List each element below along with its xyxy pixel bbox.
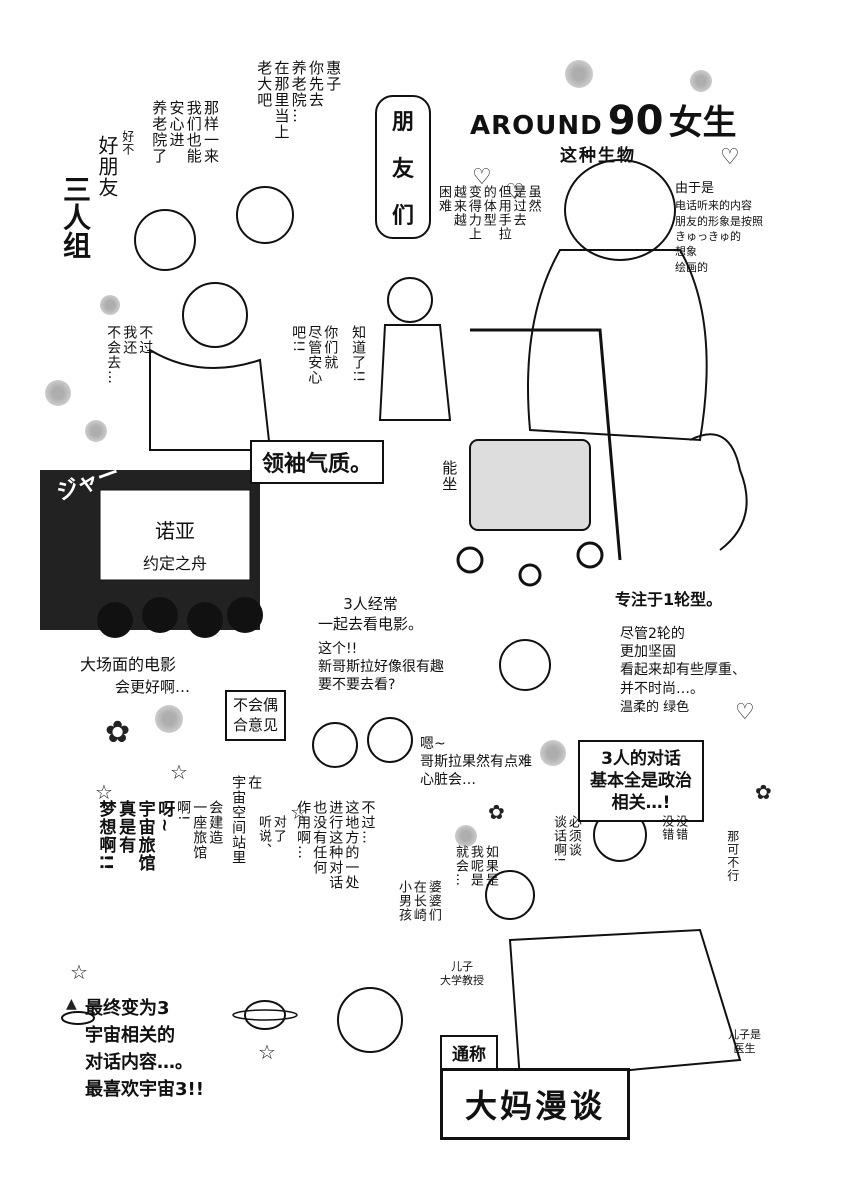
heart-icon: ♡ — [505, 180, 525, 205]
conversation-b4: 如果是 我呢是 就会… — [452, 845, 498, 887]
trio-good-old: 好不 — [120, 130, 135, 156]
space-b5: 不过… 这地方的一处 进行这种对话 也没有任何 作用啊… — [295, 800, 376, 890]
friends-badge-char: 朋 — [391, 110, 414, 136]
conversation-b3: 那可不行 — [725, 830, 740, 882]
phone-question: 这个!! 新哥斯拉好像很有趣 要不要去看? — [318, 641, 444, 694]
conversation-son1: 儿子 大学教授 — [440, 960, 484, 988]
title-sub: 这种生物 — [560, 146, 636, 166]
bubble-got-it: 知道了!! — [350, 325, 367, 384]
flower-icon: ✿ — [105, 715, 131, 750]
bottom-tag: 通称 — [440, 1035, 498, 1070]
heart-icon: ♡ — [720, 145, 740, 170]
star-icon: ☆ — [95, 780, 113, 804]
conversation-b1: 必须谈 谈话啊! — [550, 815, 581, 864]
conversation-b2: 没错 没错 — [660, 815, 689, 841]
screentone-dot — [45, 380, 71, 406]
walker-can-sit: 能坐 — [440, 460, 459, 492]
space-b6: 婆婆们 在长崎 小男孩 — [395, 880, 441, 922]
bubble-go-first: 惠子 你先去 养老院… 在那里当上 老大吧 — [255, 60, 343, 140]
walker-note: 尽管2轮的 更加坚固 看起来却有些厚重、 并不时尚…。 — [620, 626, 746, 697]
walker-green: 温柔的 绿色 — [620, 700, 690, 715]
walker-focus: 专注于1轮型。 — [615, 590, 723, 609]
screentone-dot — [565, 60, 593, 88]
movie-subtitle: 约定之舟 — [142, 554, 207, 573]
note-line: きゅっきゅ的 — [675, 229, 741, 243]
trio-label-friends: 好朋友 — [95, 135, 119, 198]
star-icon: ☆ — [170, 760, 188, 784]
ufo-icon: ▲ — [66, 996, 77, 1012]
star-icon: ☆ — [70, 960, 88, 984]
title-number: 90 — [607, 98, 664, 144]
note-line: 绘画的 — [675, 260, 708, 274]
screentone-dot — [455, 825, 477, 847]
note-line: 电话听来的内容 — [675, 199, 752, 213]
bubble-peace-of-mind: 那样一来 我们也能 安心进 养老院了 — [150, 100, 220, 164]
screentone-dot — [690, 70, 712, 92]
bottom-name: 大妈漫谈 — [440, 1068, 631, 1140]
movie-screen: 诺亚 约定之舟 — [100, 495, 250, 574]
leader-label: 领袖气质。 — [250, 440, 385, 484]
star-icon: ☆ — [290, 800, 308, 824]
bubble-walker-note: 虽然 是过去 但用手拉 的体型 变得力上 越来越 困难 — [435, 185, 541, 241]
screentone-dot — [100, 295, 120, 315]
heart-icon: ♡ — [472, 165, 492, 190]
space-b1: 呀~ 宇宙旅馆 真是有 梦想啊!! — [95, 800, 175, 872]
conversation-box: 3人的对话 基本全是政治 相关…! — [578, 740, 704, 823]
heart-icon: ♡ — [735, 700, 755, 725]
flower-icon: ✿ — [488, 800, 505, 824]
phone-answer: 嗯~ 哥斯拉果然有点难 心脏会… — [420, 736, 532, 789]
note-line: 由于是 — [675, 181, 715, 196]
space-b3: 在 宇宙空间站里 — [230, 775, 263, 865]
note-line: 朋友的形象是按照 — [675, 214, 763, 228]
title-block: AROUND 90 女生 — [470, 95, 737, 144]
movie-caption-1: 大场面的电影 — [80, 655, 177, 674]
title-suffix: 女生 — [668, 103, 737, 143]
phone-coincidence: 不会偶 合意见 — [225, 690, 287, 741]
bottom-text: 最终变为3 宇宙相关的 对话内容…。 最喜欢宇宙3!! — [85, 998, 204, 1100]
flower-icon: ✿ — [755, 780, 772, 804]
movie-title: 诺亚 — [155, 519, 195, 543]
space-b2: 会建造 一座旅馆 啊! — [175, 800, 224, 860]
friends-badge-char: 友 — [391, 156, 414, 182]
friends-badge-char: 们 — [391, 203, 414, 229]
note-top: 由于是 电话听来的内容 朋友的形象是按照 きゅっきゅ的 想象 绘画的 — [675, 180, 763, 275]
screentone-dot — [155, 705, 183, 733]
movie-caption-2: 会更好啊… — [115, 678, 191, 696]
conversation-son2: 儿子是 医生 — [728, 1028, 761, 1056]
movie-together: 3人经常 一起去看电影。 — [318, 595, 424, 633]
space-b4: 对了 听说、 — [255, 815, 286, 857]
screentone-dot — [85, 420, 107, 442]
title-prefix: AROUND — [470, 111, 603, 141]
star-icon: ☆ — [258, 1040, 276, 1064]
screentone-dot — [540, 740, 566, 766]
bubble-not-going: 不过 我还 不会去… — [105, 325, 154, 385]
bubble-dont-worry: 你们就 尽管安心 吧!! — [290, 325, 339, 385]
friends-badge: 朋 友 们 — [375, 95, 431, 239]
trio-label: 三人组 — [59, 175, 92, 259]
note-line: 想象 — [675, 245, 697, 259]
